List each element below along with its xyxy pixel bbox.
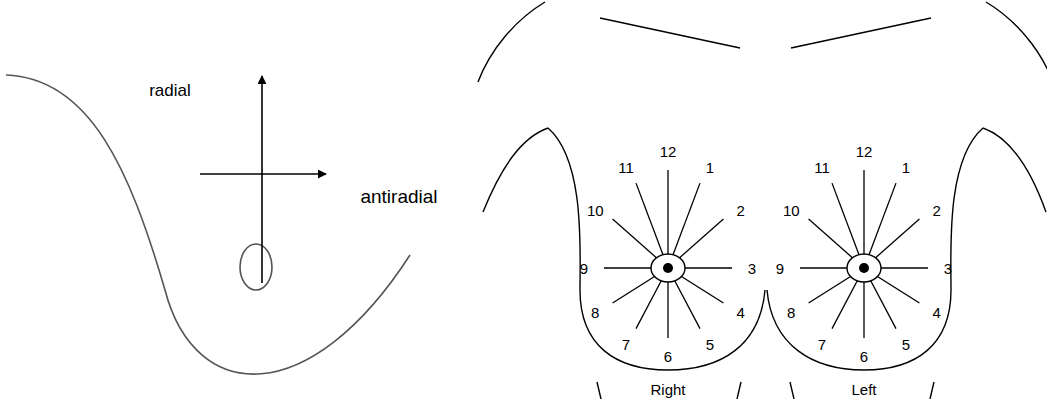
- nipple: [859, 263, 869, 273]
- nipple-outline: [240, 244, 272, 290]
- clock-number: 3: [944, 261, 952, 276]
- clock-number: 8: [591, 305, 599, 320]
- side-label: Left: [851, 382, 876, 397]
- clock-number: 11: [618, 159, 634, 174]
- breast-profile: [6, 75, 410, 374]
- armpit-outline: [983, 128, 1046, 212]
- torso-line: [737, 382, 741, 399]
- clock-number: 8: [787, 305, 795, 320]
- clock-number: 3: [748, 261, 756, 276]
- axis-label: radial: [149, 82, 191, 99]
- breast-outline: [548, 128, 765, 370]
- clock-number: 4: [737, 305, 745, 320]
- side-label: Right: [650, 382, 685, 397]
- clock-number: 2: [933, 202, 941, 217]
- torso-line: [597, 382, 601, 399]
- clock-number: 1: [902, 159, 910, 174]
- shoulder-outline: [986, 2, 1047, 82]
- radial-arrow: [261, 76, 263, 283]
- clock-face: [604, 170, 732, 338]
- nipple: [663, 263, 673, 273]
- torso-line: [790, 382, 794, 399]
- clock-number: 10: [587, 202, 604, 217]
- torso-line: [930, 382, 934, 399]
- clock-number: 5: [902, 337, 910, 352]
- antiradial-arrow: [200, 173, 326, 175]
- clock-number: 7: [818, 337, 826, 352]
- areola: [651, 254, 685, 282]
- clock-number: 6: [664, 349, 672, 364]
- breast-outline: [767, 128, 983, 370]
- clock-number: 12: [856, 144, 873, 159]
- clock-number: 11: [814, 159, 830, 174]
- axis-label: antiradial: [360, 187, 437, 206]
- neck-line: [791, 18, 931, 48]
- clock-number: 1: [706, 159, 714, 174]
- clock-number: 9: [776, 261, 784, 276]
- clock-number: 9: [580, 261, 588, 276]
- clock-number: 10: [783, 202, 800, 217]
- clock-number: 2: [737, 202, 745, 217]
- clock-number: 5: [706, 337, 714, 352]
- neck-line: [600, 18, 740, 48]
- clock-number: 4: [933, 305, 941, 320]
- clock-number: 6: [860, 349, 868, 364]
- shoulder-outline: [478, 2, 545, 82]
- clock-number: 7: [622, 337, 630, 352]
- areola: [847, 254, 881, 282]
- armpit-outline: [483, 128, 548, 212]
- clock-number: 12: [660, 144, 677, 159]
- clock-face: [800, 170, 928, 338]
